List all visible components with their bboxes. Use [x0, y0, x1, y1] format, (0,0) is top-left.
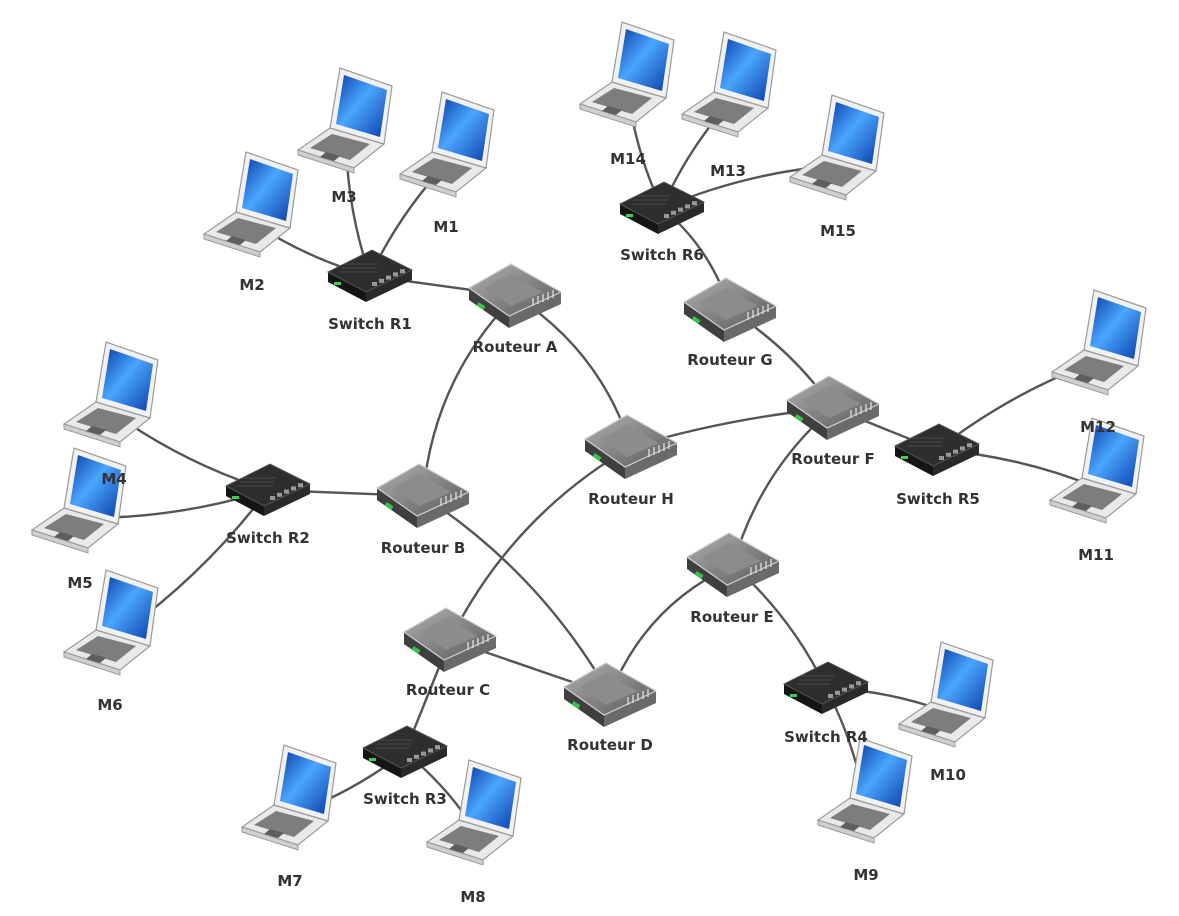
laptop-icon[interactable] — [62, 341, 159, 448]
router-icon[interactable] — [402, 607, 498, 672]
laptop-icon[interactable] — [1050, 289, 1147, 396]
laptop-icon[interactable] — [897, 641, 994, 748]
label-m14: M14 — [610, 150, 646, 168]
label-m13: M13 — [710, 162, 746, 180]
label-m3: M3 — [331, 188, 356, 206]
router-icon[interactable] — [682, 277, 778, 342]
laptop-icon[interactable] — [680, 31, 777, 138]
label-f: Routeur F — [791, 450, 874, 468]
label-r6: Switch R6 — [620, 246, 704, 264]
label-m6: M6 — [97, 696, 122, 714]
label-d: Routeur D — [567, 736, 653, 754]
laptop-icon[interactable] — [240, 744, 337, 851]
switch-icon[interactable] — [361, 725, 449, 778]
laptop-icon[interactable] — [398, 91, 495, 198]
link-b-d — [421, 494, 612, 697]
label-c: Routeur C — [406, 681, 490, 699]
laptop-icon[interactable] — [202, 151, 299, 258]
link-a-b — [421, 294, 517, 498]
switch-icon[interactable] — [326, 249, 414, 302]
label-m11: M11 — [1078, 546, 1114, 564]
label-r4: Switch R4 — [784, 728, 868, 746]
router-icon[interactable] — [375, 463, 471, 528]
laptop-icon[interactable] — [425, 759, 522, 866]
label-m4: M4 — [101, 470, 126, 488]
label-m12: M12 — [1080, 418, 1116, 436]
label-a: Routeur A — [473, 338, 558, 356]
laptop-icon[interactable] — [296, 67, 393, 174]
label-m9: M9 — [853, 866, 878, 884]
router-icon[interactable] — [685, 532, 781, 597]
laptop-icon[interactable] — [62, 569, 159, 676]
label-r1: Switch R1 — [328, 315, 412, 333]
label-r5: Switch R5 — [896, 490, 980, 508]
label-m5: M5 — [67, 574, 92, 592]
label-m7: M7 — [277, 872, 302, 890]
laptop-icon[interactable] — [788, 94, 885, 201]
label-m2: M2 — [239, 276, 264, 294]
nodes-layer — [30, 21, 1147, 866]
label-m10: M10 — [930, 766, 966, 784]
router-icon[interactable] — [562, 662, 658, 727]
laptop-icon[interactable] — [1048, 417, 1145, 524]
label-m8: M8 — [460, 888, 485, 906]
laptop-icon[interactable] — [578, 21, 675, 128]
switch-icon[interactable] — [618, 181, 706, 234]
label-m15: M15 — [820, 222, 856, 240]
laptop-icon[interactable] — [816, 737, 913, 844]
label-m1: M1 — [433, 218, 458, 236]
switch-icon[interactable] — [893, 423, 981, 476]
switch-icon[interactable] — [782, 661, 870, 714]
label-r2: Switch R2 — [226, 529, 310, 547]
label-b: Routeur B — [381, 539, 466, 557]
router-icon[interactable] — [785, 375, 881, 440]
link-c-h — [448, 445, 633, 642]
laptop-icon[interactable] — [30, 447, 127, 554]
label-e: Routeur E — [690, 608, 773, 626]
switch-icon[interactable] — [224, 463, 312, 516]
label-h: Routeur H — [588, 490, 674, 508]
router-icon[interactable] — [583, 414, 679, 479]
label-g: Routeur G — [687, 351, 773, 369]
label-r3: Switch R3 — [363, 790, 447, 808]
router-icon[interactable] — [467, 263, 563, 328]
